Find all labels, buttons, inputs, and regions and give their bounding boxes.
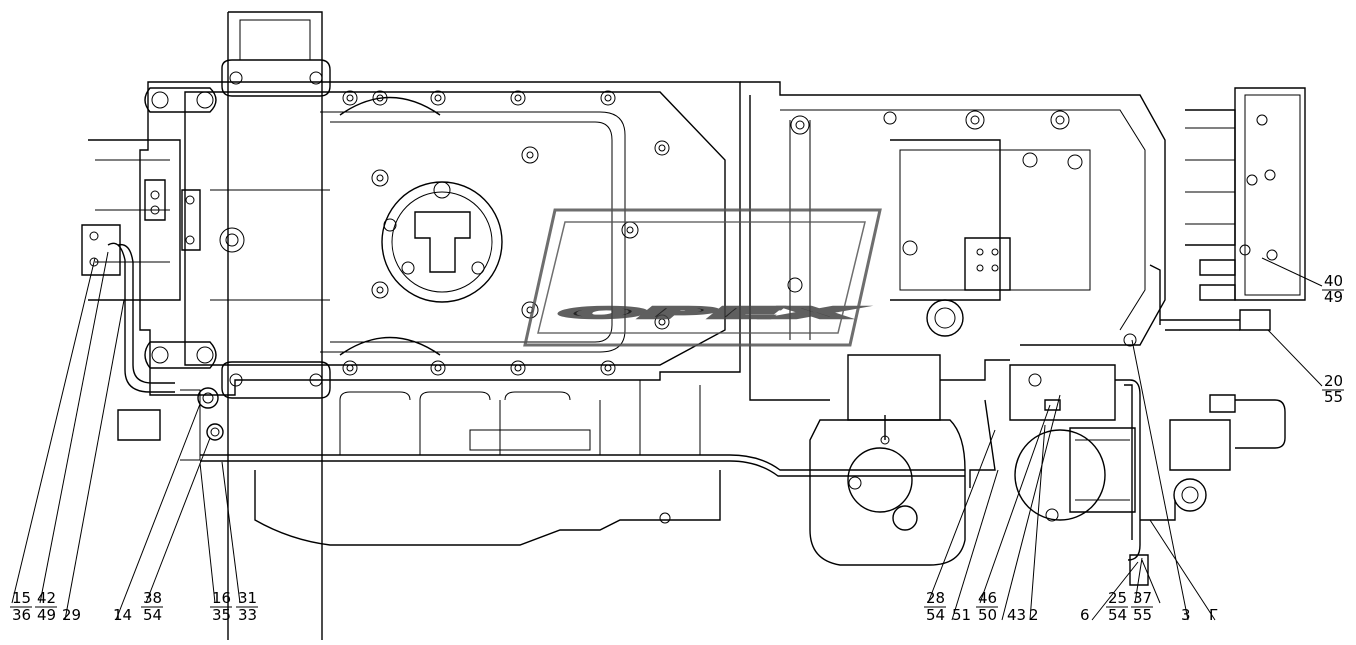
callout-16: 16	[212, 589, 231, 607]
callout-54: 54	[926, 606, 945, 624]
callout-29: 29	[62, 606, 81, 624]
valve-block	[1185, 87, 1306, 331]
callout-51: 51	[952, 606, 971, 624]
callout-42: 42	[37, 589, 56, 607]
callout-25: 25	[1108, 589, 1127, 607]
left-bracket	[81, 87, 224, 461]
frame-rail	[210, 11, 331, 640]
callout-3: 3	[1181, 606, 1191, 624]
callout-14: 14	[113, 606, 132, 624]
callout-labels: 15 36 42 49 29 14 38 54 16 35 31 33 28 5…	[10, 272, 1344, 624]
hydraulic-lines	[940, 264, 1240, 586]
lower-housing	[254, 380, 721, 546]
callout-55: 55	[1324, 388, 1343, 406]
callout-28: 28	[926, 589, 945, 607]
callout-54: 54	[1108, 606, 1127, 624]
callout-36: 36	[12, 606, 31, 624]
callout-20: 20	[1324, 372, 1343, 390]
callout-15: 15	[12, 589, 31, 607]
callout-49: 49	[1324, 288, 1343, 306]
watermark-text: OPEX	[562, 304, 861, 322]
gearbox-housing	[139, 81, 741, 396]
callout-38: 38	[143, 589, 162, 607]
callout-g: Г	[1209, 606, 1218, 624]
pump-assembly	[809, 354, 966, 566]
callout-43: 43	[1007, 606, 1026, 624]
callout-54: 54	[143, 606, 162, 624]
rear-housing	[740, 81, 1166, 401]
callout-37: 37	[1133, 589, 1152, 607]
callout-49: 49	[37, 606, 56, 624]
callout-33: 33	[238, 606, 257, 624]
callout-55: 55	[1133, 606, 1152, 624]
watermark: OPEX	[523, 208, 882, 347]
callout-31: 31	[238, 589, 257, 607]
long-pipe	[200, 454, 965, 477]
callout-40: 40	[1324, 272, 1343, 290]
callout-46: 46	[978, 589, 997, 607]
callout-50: 50	[978, 606, 997, 624]
leader-lines	[11, 251, 1323, 621]
filter-manifold	[1009, 364, 1286, 522]
callout-6: 6	[1080, 606, 1090, 624]
callout-2: 2	[1029, 606, 1039, 624]
callout-35: 35	[212, 606, 231, 624]
